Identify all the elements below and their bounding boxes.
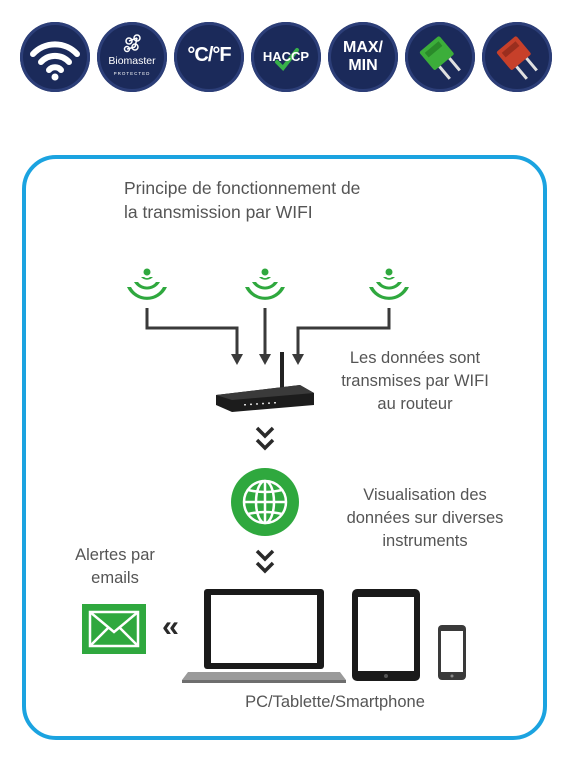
diagram-frame: [22, 155, 547, 740]
wifi-badge: [20, 22, 90, 92]
wifi-icon: [30, 41, 80, 81]
probe-connector-green-icon: [419, 36, 461, 80]
sensor-wifi-icon: [245, 268, 285, 300]
internet-label-line1: Visualisation des: [363, 486, 487, 504]
biomaster-icon: [123, 34, 141, 53]
chevron-down-icon: [255, 426, 275, 451]
email-icon: [82, 604, 146, 654]
sensor-wifi-icon: [369, 268, 409, 300]
probe-red-badge: [482, 22, 552, 92]
diagram-title-line1: Principe de fonctionnement de: [124, 178, 361, 198]
chevron-left-double-icon: ‹‹: [162, 610, 179, 643]
connector-arrows: [145, 308, 391, 356]
haccp-icon: HACCP: [262, 49, 310, 64]
email-label-line2: emails: [91, 569, 139, 587]
diagram-title: Principe de fonctionnement de la transmi…: [124, 176, 360, 224]
router-label-line3: au routeur: [377, 395, 453, 413]
globe-icon: [231, 468, 299, 536]
laptop-icon: [182, 589, 346, 683]
biomaster-sublabel: PROTECTED: [113, 71, 151, 76]
internet-label-line2: données sur diverses: [346, 509, 504, 527]
router-icon: [216, 352, 314, 412]
internet-label-line3: instruments: [382, 532, 468, 550]
router-label: Les données sont transmises par WIFI au …: [320, 347, 510, 416]
router-label-line1: Les données sont: [349, 349, 481, 367]
diagram-title-line2: la transmission par WIFI: [124, 202, 313, 222]
tablet-icon: [352, 589, 420, 681]
probe-green-badge: [405, 22, 475, 92]
biomaster-badge: Biomaster PROTECTED: [97, 22, 167, 92]
feature-badges: Biomaster PROTECTED °C/°F HACCP MAX/ MIN: [20, 22, 560, 94]
chevron-down-icon: [255, 549, 275, 574]
probe-connector-red-icon: [496, 36, 538, 80]
email-label-line1: Alertes par: [75, 546, 155, 564]
internet-label: Visualisation des données sur diverses i…: [320, 484, 530, 553]
celsius-fahrenheit-badge: °C/°F: [174, 22, 244, 92]
sensor-wifi-icon: [127, 268, 167, 300]
max-min-line2: MIN: [348, 57, 378, 74]
celsius-fahrenheit-icon: °C/°F: [187, 44, 231, 66]
haccp-badge: HACCP: [251, 22, 321, 92]
router-label-line2: transmises par WIFI: [341, 372, 489, 390]
email-label: Alertes par emails: [55, 544, 175, 590]
biomaster-label: Biomaster: [108, 55, 156, 67]
smartphone-icon: [438, 625, 466, 680]
max-min-line1: MAX/: [343, 39, 383, 56]
devices-label: PC/Tablette/Smartphone: [245, 693, 425, 711]
max-min-badge: MAX/ MIN: [328, 22, 398, 92]
haccp-check-icon: [275, 48, 299, 72]
